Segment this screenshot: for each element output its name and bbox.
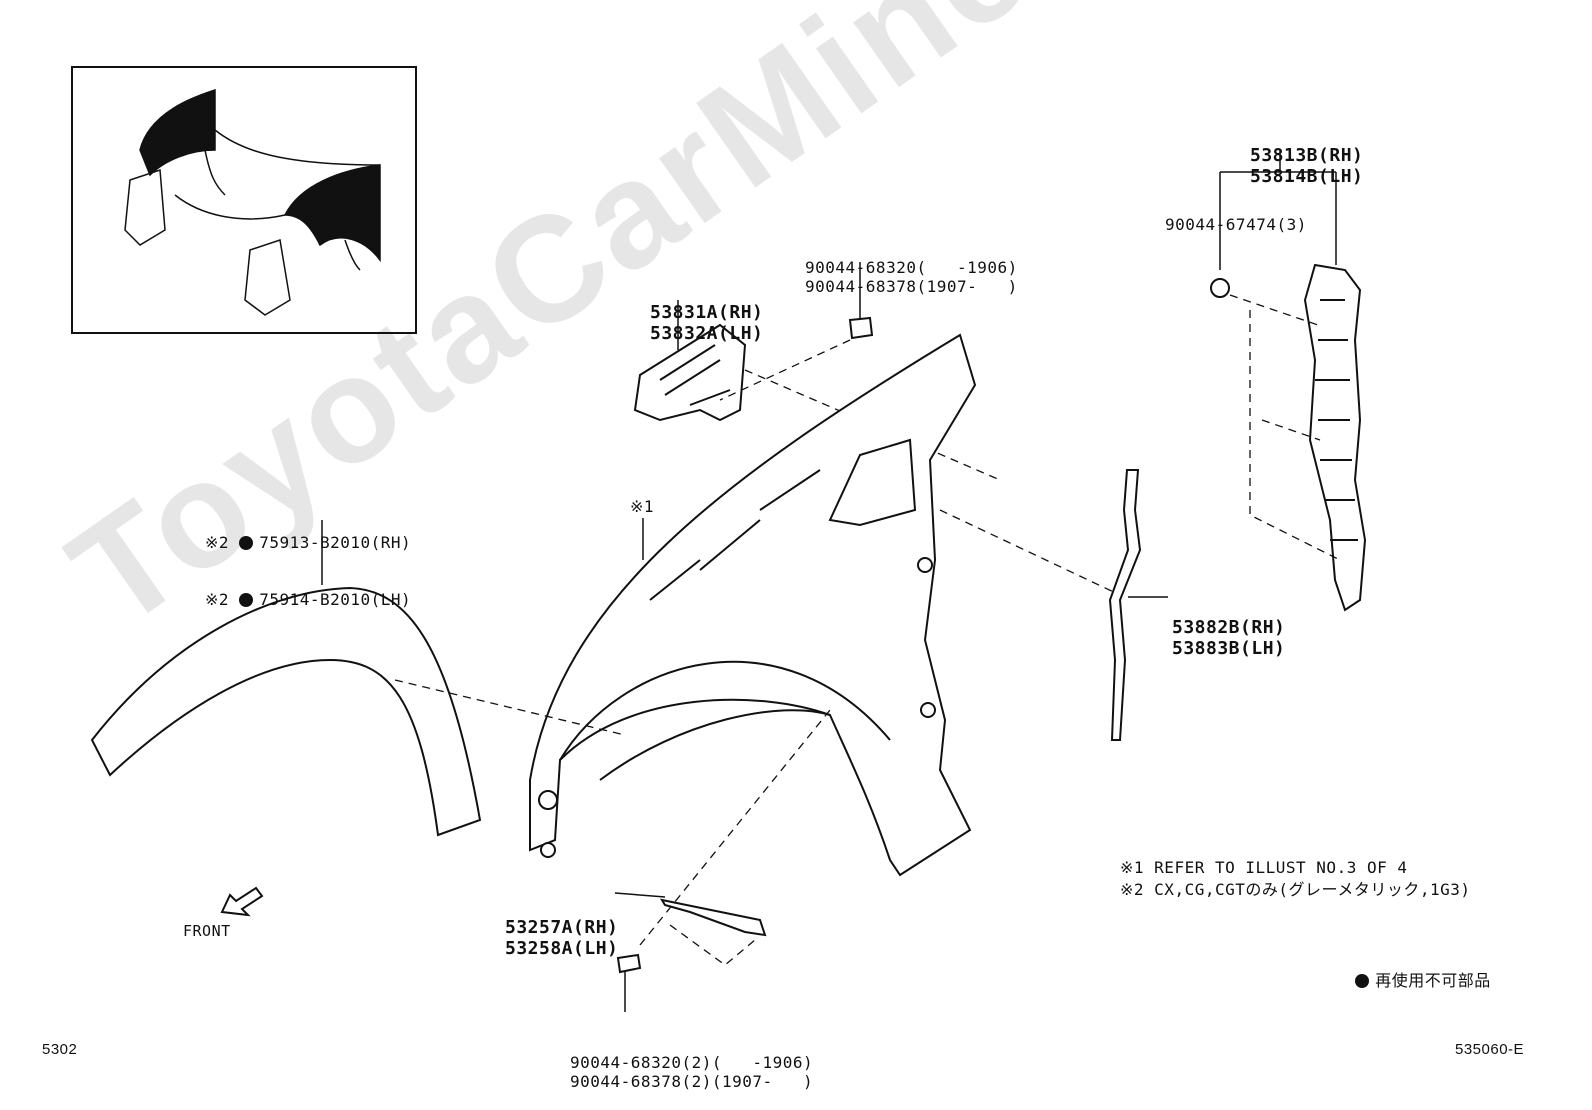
page-number: 5302 — [42, 1041, 78, 1058]
label-clip-67474: 90044-67474(3) — [1165, 215, 1307, 234]
label-moulding: ※2 75913-B2010(RH) ※2 75914-B2010(LH) — [205, 533, 412, 609]
note-2: ※2 CX,CG,CGTのみ(グレーメタリック,1G3) — [1120, 880, 1471, 899]
label-clip-bottom: 90044-68320(2)( -1906)90044-68378(2)(190… — [570, 1053, 814, 1091]
inset-frame — [71, 66, 417, 334]
front-label: FRONT — [183, 922, 231, 940]
clip-67474 — [1210, 278, 1230, 298]
front-arrow-icon — [220, 886, 264, 917]
front-fender-drawing — [529, 333, 977, 877]
seal-drawing — [1108, 469, 1142, 741]
label-lower-bracket: 53257A(RH)53258A(LH) — [505, 917, 619, 959]
label-clip-top: 90044-68320( -1906)90044-68378(1907- ) — [805, 258, 1018, 296]
clip-68320-top — [848, 316, 874, 340]
inset-vehicle-sketch — [124, 88, 381, 316]
non-reusable-dot-icon — [1355, 974, 1370, 988]
label-bracket: 53831A(RH)53832A(LH) — [650, 302, 764, 344]
non-reusable-dot-icon — [239, 593, 254, 607]
fender-moulding-drawing — [90, 586, 482, 837]
clip-68320-bottom — [616, 953, 642, 974]
diagram-code: 535060-E — [1455, 1041, 1525, 1058]
non-reusable-dot-icon — [239, 536, 254, 550]
lower-bracket-drawing — [659, 898, 767, 937]
fender-liner-drawing — [1303, 263, 1367, 612]
note-1: ※1 REFER TO ILLUST NO.3 OF 4 — [1120, 858, 1408, 877]
label-seal: 53882B(RH)53883B(LH) — [1172, 617, 1286, 659]
bracket-drawing — [633, 323, 747, 422]
label-fender-ref: ※1 — [630, 497, 655, 516]
leader-fender-liner — [1219, 150, 1337, 270]
label-fender-liner: 53813B(RH)53814B(LH) — [1250, 145, 1364, 187]
legend-non-reusable: 再使用不可部品 — [1335, 952, 1491, 990]
